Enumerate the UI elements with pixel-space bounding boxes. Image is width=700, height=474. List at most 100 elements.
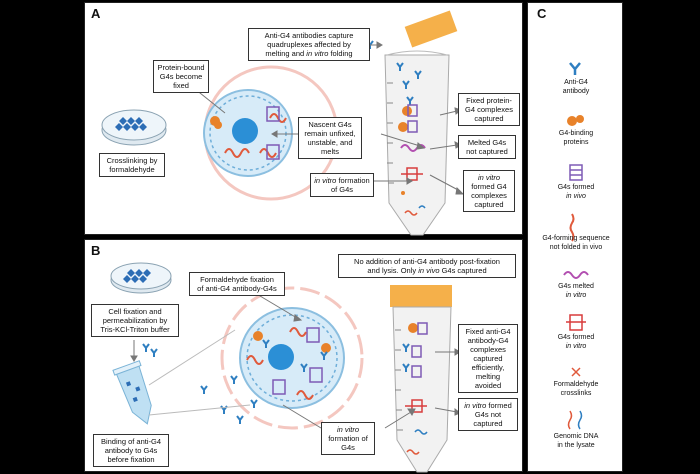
text-line: Fixed anti-G4	[465, 327, 511, 336]
text-line: Binding of anti-G4	[100, 437, 162, 446]
text-line: captured	[473, 354, 503, 363]
text-line: formation of	[328, 434, 368, 443]
fixed-efficient-box: Fixed anti-G4 antibody-G4 complexes capt…	[458, 324, 518, 393]
text-line: not captured	[466, 147, 508, 156]
legend-text: proteins	[563, 138, 589, 146]
text-line: G4s become	[159, 72, 203, 81]
legend-icons	[563, 62, 589, 430]
nascent-box: Nascent G4s remain unfixed, unstable, an…	[298, 117, 362, 159]
binding-box: Binding of anti-G4 antibody to G4s befor…	[93, 434, 169, 467]
in-vitro-formation-box-b: in vitro formation of G4s	[321, 422, 375, 455]
panel-a: A	[84, 2, 523, 236]
text-line: G4 complexes	[465, 105, 513, 114]
text-span: formation	[336, 176, 370, 185]
legend-text: G4-binding	[558, 130, 594, 137]
text-span: and lysis. Only	[367, 266, 419, 275]
cell-b	[220, 286, 364, 430]
protein-bound-box: Protein-bound G4s become fixed	[153, 60, 209, 93]
text-line: antibody to G4s	[104, 446, 158, 455]
text-line: melting avoided	[474, 372, 502, 390]
text-line: Anti-G4 antibodies capture	[264, 31, 354, 40]
antibody-icon	[569, 62, 581, 75]
panel-label-a: A	[91, 6, 101, 21]
text-line: G4s	[341, 443, 355, 452]
panel-label-c: C	[537, 6, 547, 21]
legend-text: antibody	[562, 87, 590, 95]
text-line: in vitro	[325, 425, 371, 434]
text-line: in vitro	[467, 173, 511, 182]
in-vitro-not-captured-box: in vitro formed G4s not captured	[458, 398, 518, 431]
crosslinking-box: Crosslinking by formaldehyde	[99, 153, 165, 177]
text-line: unstable, and	[307, 138, 353, 147]
text-line: and lysis. Only in vivo G4s captured	[342, 266, 512, 275]
legend-text: G4-forming sequence	[542, 235, 610, 242]
text-line: complexes	[471, 191, 507, 200]
text-line: formaldehyde	[109, 165, 155, 174]
text-line: No addition of anti-G4 antibody post-fix…	[354, 257, 500, 266]
tube-b	[390, 285, 452, 473]
antibody-icon-b2	[150, 348, 158, 357]
text-line: Fixed protein-	[466, 96, 512, 105]
in-vitro-captured-box: in vitro formed G4 complexes captured	[463, 170, 515, 212]
text-line: of anti-G4 antibody-G4s	[197, 284, 277, 293]
text-span: G4s captured	[439, 266, 487, 275]
small-tube	[112, 360, 152, 425]
g4-binding-protein-icon	[567, 115, 584, 126]
text-span: formed	[486, 401, 512, 410]
text-line: captured	[474, 114, 504, 123]
fixed-captured-box: Fixed protein- G4 complexes captured	[458, 93, 520, 126]
legend-text: Genomic DNA	[553, 433, 599, 440]
fixation-label-box: Formaldehyde fixation of anti-G4 antibod…	[189, 272, 285, 296]
text-span: folding	[328, 49, 353, 58]
legend-text: in vitro	[565, 291, 587, 299]
text-line: Formaldehyde fixation	[200, 275, 274, 284]
legend-text: G4s formed	[557, 334, 595, 341]
text-span: melting and	[265, 49, 307, 58]
legend-text: G4s formed	[557, 184, 595, 191]
text-line: quadruplexes affected by	[267, 40, 351, 49]
text-line: Tris-KCl-Triton buffer	[100, 325, 170, 334]
text-line: formed G4	[471, 182, 507, 191]
panel-a-graphics	[101, 10, 465, 236]
cell-a	[203, 65, 339, 201]
text-line: Crosslinking by	[106, 156, 158, 165]
g4-in-vivo-icon	[569, 164, 583, 181]
text-line: Cell fixation and	[108, 307, 162, 316]
text-line: fixed	[173, 81, 189, 90]
legend-text: not folded in vivo	[549, 243, 603, 251]
text-line: complexes	[470, 345, 506, 354]
text-italic: in vitro	[314, 176, 337, 185]
melted-not-captured-box: Melted G4s not captured	[458, 135, 516, 159]
text-line: Nascent G4s	[308, 120, 352, 129]
panel-b-graphics	[110, 262, 461, 473]
antibody-icon-b1	[142, 343, 150, 352]
text-line: melts	[321, 147, 339, 156]
text-italic: in vitro	[306, 49, 329, 58]
legend-text: in vivo	[566, 192, 586, 200]
text-line: Melted G4s	[467, 138, 507, 147]
legend-text: Formaldehyde	[553, 381, 599, 388]
text-line: in vitro formed	[462, 401, 514, 410]
genomic-dna-icon	[567, 410, 583, 430]
legend-text: G4s melted	[558, 283, 594, 290]
text-line: before fixation	[107, 455, 155, 464]
unfolded-sequence-icon	[569, 213, 575, 242]
text-line: permeabilization by	[102, 316, 168, 325]
antibody-capture-box: Anti-G4 antibodies capture quadruplexes …	[248, 28, 370, 61]
crosslink-icon	[571, 367, 581, 377]
text-italic: in vitro	[464, 401, 487, 410]
panel-b: B	[84, 239, 523, 473]
melted-g4-icon	[563, 271, 589, 279]
text-line: remain unfixed,	[304, 129, 356, 138]
text-line: antibody-G4	[467, 336, 509, 345]
panel-label-b: B	[91, 243, 101, 258]
text-line: in vitro formation	[314, 176, 370, 185]
tube-a	[384, 10, 458, 236]
